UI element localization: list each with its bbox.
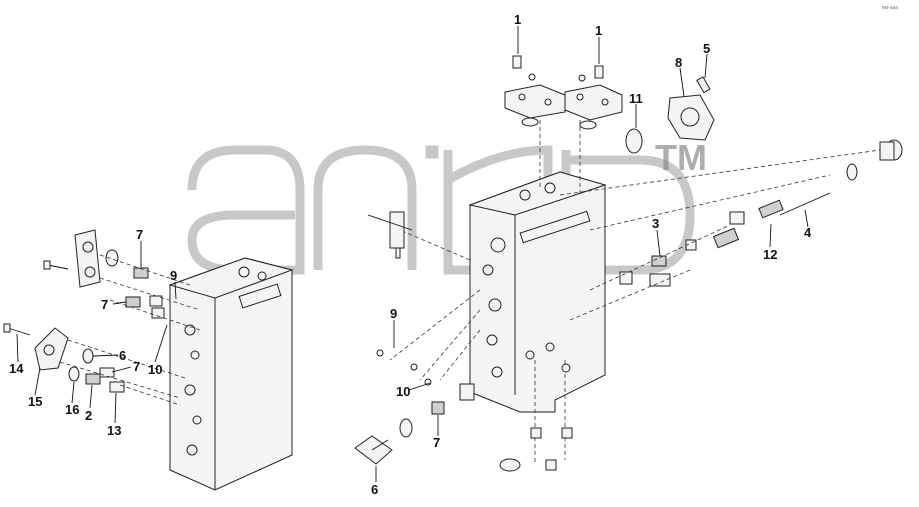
- callout-16: 16: [65, 402, 79, 417]
- left-bolt-lower: [3, 323, 31, 336]
- screw-9: [376, 349, 384, 357]
- bolt-1a: [512, 55, 522, 69]
- callout-2: 2: [85, 408, 92, 423]
- cap-bottom: [499, 458, 521, 472]
- plug-far-right: [879, 139, 903, 161]
- fitting-3-left: [619, 271, 633, 285]
- nut-bottom-3: [545, 459, 557, 471]
- callout-9a: 9: [170, 268, 177, 283]
- fitting-3-lower: [649, 273, 671, 287]
- callout-7b: 7: [101, 297, 108, 312]
- left-assembly-lines: [59, 254, 201, 406]
- screw-9b: [410, 363, 418, 371]
- callout-3: 3: [652, 216, 659, 231]
- rod-4: [779, 192, 831, 216]
- callout-9b: 9: [390, 306, 397, 321]
- washer-1a: [528, 73, 536, 81]
- sensor-6: [354, 435, 393, 465]
- right-valve-body: [468, 171, 607, 413]
- plug-7-bottom: [431, 401, 445, 415]
- left-flange-upper: [74, 229, 101, 288]
- o-ring-right: [846, 163, 858, 181]
- callout-7a: 7: [136, 227, 143, 242]
- o-ring-16: [68, 366, 80, 382]
- watermark-trademark: TM: [655, 137, 707, 178]
- left-valve-body: [168, 257, 294, 491]
- leader-lines: [16, 26, 809, 482]
- fitting-left-mid-2: [151, 307, 165, 319]
- plug-7-mid: [125, 296, 141, 308]
- callout-10a: 10: [148, 362, 162, 377]
- callout-6a: 6: [119, 348, 126, 363]
- corner-code: вм-ааа: [882, 5, 898, 11]
- o-ring-6: [82, 348, 94, 364]
- washer-bottom-1: [525, 350, 535, 360]
- callout-4: 4: [804, 225, 812, 240]
- left-flange-lower: [34, 327, 69, 371]
- callout-12: 12: [763, 247, 777, 262]
- top-flange-right: [564, 84, 623, 130]
- top-flange-left: [504, 84, 566, 127]
- washer-1b: [578, 74, 586, 82]
- bolt-1b: [594, 65, 604, 79]
- callout-15: 15: [28, 394, 42, 409]
- spring-3: [651, 255, 667, 267]
- callout-1a: 1: [514, 12, 521, 27]
- callout-14: 14: [9, 361, 24, 376]
- callout-5: 5: [703, 41, 710, 56]
- left-bolt-upper: [43, 260, 69, 270]
- callout-13: 13: [107, 423, 121, 438]
- washer-bottom-2: [545, 342, 555, 352]
- callout-7d: 7: [433, 435, 440, 450]
- fitting-mid-lower: [459, 383, 475, 401]
- nut-bottom-2: [561, 427, 573, 439]
- spring-3-right: [712, 227, 740, 249]
- right-assembly-lines: [389, 120, 881, 465]
- nut-bottom-1: [530, 427, 542, 439]
- callout-11: 11: [629, 91, 643, 106]
- callout-10b: 10: [396, 384, 410, 399]
- o-ring-bottom: [399, 418, 413, 438]
- flange-8: [667, 94, 715, 141]
- o-ring-11: [625, 128, 643, 154]
- callout-7c: 7: [133, 359, 140, 374]
- fitting-13: [109, 381, 125, 393]
- washer-bottom-3: [561, 363, 571, 373]
- callout-1b: 1: [595, 23, 602, 38]
- callout-6b: 6: [371, 482, 378, 497]
- cap-right: [729, 211, 745, 225]
- spring-12: [758, 199, 784, 219]
- solenoid-valve-middle: [367, 211, 413, 259]
- bolt-5: [696, 76, 711, 94]
- plug-7-lower: [99, 367, 115, 378]
- o-ring-upper: [105, 249, 119, 267]
- callout-8: 8: [675, 55, 682, 70]
- plug-2: [85, 373, 101, 385]
- plug-7-upper: [133, 267, 149, 279]
- callout-labels: 1 1 8 5 11 3 4 12 7 9 7 14 6 7 10 15 16 …: [9, 12, 812, 497]
